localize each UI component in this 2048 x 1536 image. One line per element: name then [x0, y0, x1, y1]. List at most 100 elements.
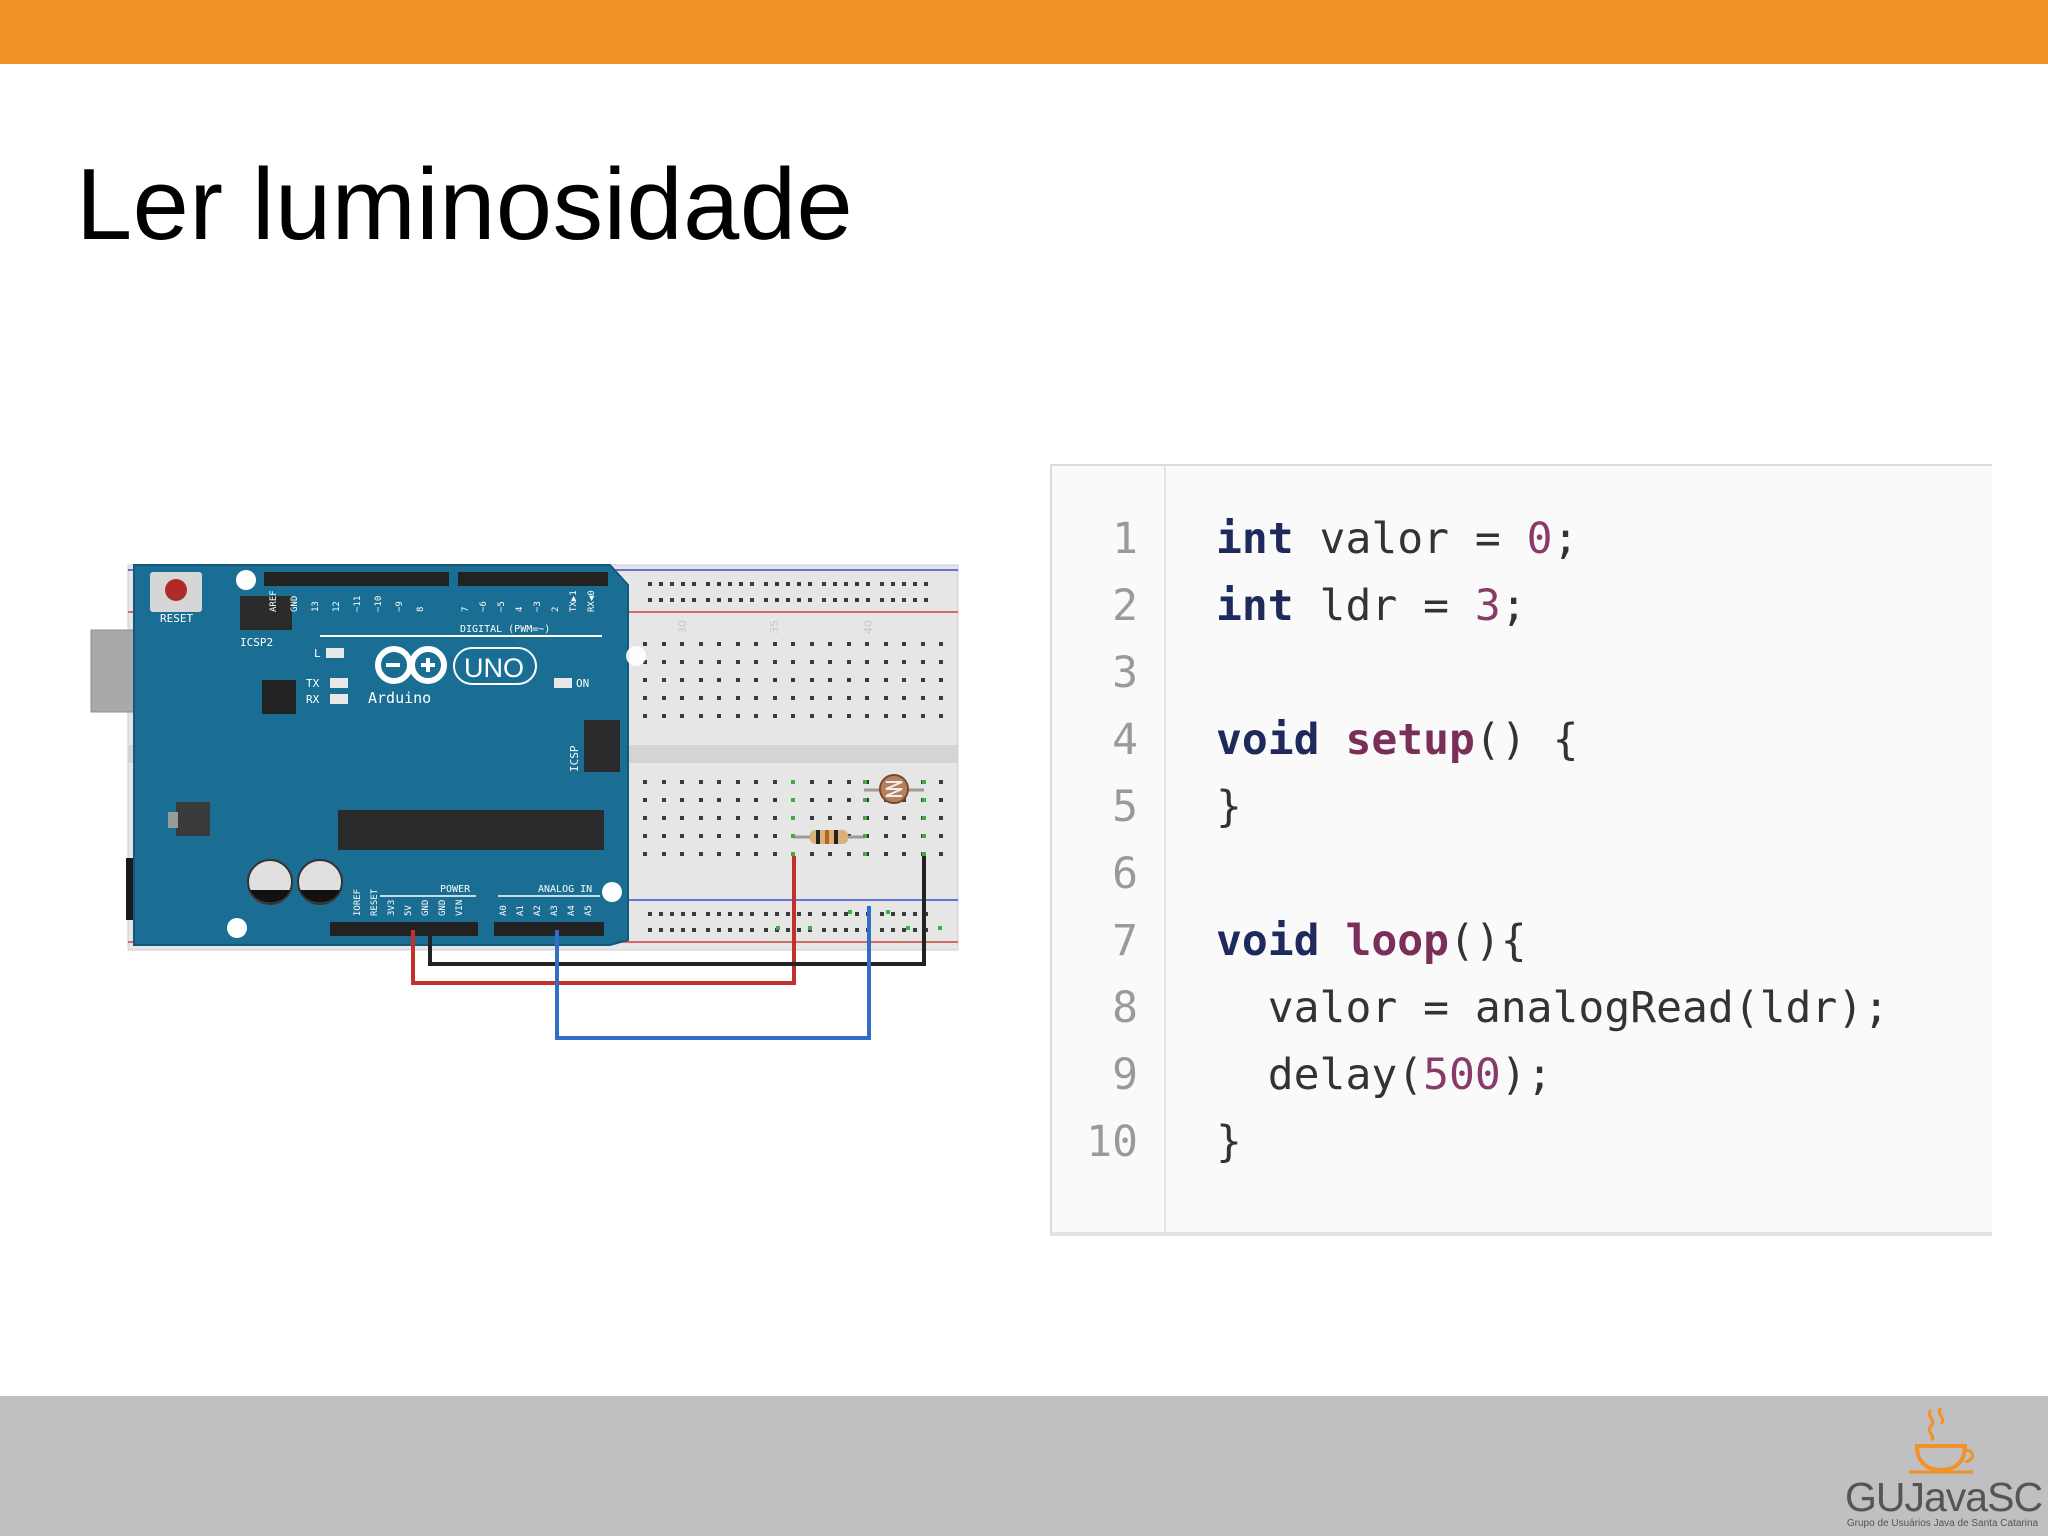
- breadboard-hole: [822, 912, 826, 916]
- breadboard-hole: [717, 834, 721, 838]
- code-token: ldr =: [1293, 581, 1475, 631]
- code-token: }: [1216, 782, 1242, 832]
- digital-pin-label: 2: [551, 607, 561, 612]
- power-pin-label: GND: [421, 900, 431, 916]
- breadboard-hole: [884, 678, 888, 682]
- breadboard-hole: [773, 852, 777, 856]
- breadboard-hole: [659, 928, 663, 932]
- breadboard-hole: [643, 678, 647, 682]
- breadboard-hole: [810, 642, 814, 646]
- code-line: 5}: [1052, 774, 1992, 841]
- breadboard-hole: [865, 642, 869, 646]
- breadboard-hole: [810, 660, 814, 664]
- power-pin-label: 3V3: [387, 900, 397, 916]
- reset-label: RESET: [160, 612, 193, 625]
- breadboard-hole: [844, 928, 848, 932]
- breadboard-hole: [847, 852, 851, 856]
- breadboard-hole: [810, 816, 814, 820]
- breadboard-hole: [791, 660, 795, 664]
- breadboard-hole: [754, 816, 758, 820]
- breadboard-hole: [717, 642, 721, 646]
- breadboard-hole: [902, 598, 906, 602]
- breadboard-hole: [847, 816, 851, 820]
- analog-pin-label: A0: [499, 905, 509, 916]
- breadboard-hole: [810, 696, 814, 700]
- breadboard-hole: [922, 834, 926, 838]
- code-text: void setup() {: [1216, 707, 1578, 774]
- breadboard-hole: [866, 598, 870, 602]
- breadboard-hole: [902, 714, 906, 718]
- breadboard-hole: [643, 714, 647, 718]
- code-text: }: [1216, 774, 1242, 841]
- breadboard-hole: [891, 928, 895, 932]
- icsp-label: ICSP: [568, 745, 581, 772]
- breadboard-hole: [810, 798, 814, 802]
- breadboard-hole: [847, 642, 851, 646]
- breadboard-hole: [739, 928, 743, 932]
- breadboard-hole: [773, 714, 777, 718]
- line-number: 6: [1112, 849, 1138, 899]
- breadboard-hole: [643, 852, 647, 856]
- code-line: 3: [1052, 640, 1992, 707]
- breadboard-hole: [728, 912, 732, 916]
- breadboard-hole: [775, 598, 779, 602]
- breadboard-hole: [670, 928, 674, 932]
- breadboard-hole: [692, 928, 696, 932]
- breadboard-hole: [848, 910, 852, 914]
- code-token: valor = analogRead(ldr);: [1216, 983, 1890, 1033]
- breadboard-hole: [810, 714, 814, 718]
- breadboard-hole: [797, 598, 801, 602]
- breadboard-hole: [906, 926, 910, 930]
- breadboard-hole: [797, 582, 801, 586]
- power-pin-label: 5V: [404, 905, 414, 916]
- analog-pin-label: A5: [584, 905, 594, 916]
- breadboard-hole: [736, 798, 740, 802]
- breadboard-hole: [880, 912, 884, 916]
- line-number: 9: [1112, 1050, 1138, 1100]
- breadboard-hole: [828, 798, 832, 802]
- breadboard-hole: [773, 678, 777, 682]
- breadboard-hole: [717, 660, 721, 664]
- breadboard-hole: [924, 598, 928, 602]
- breadboard-hole: [699, 660, 703, 664]
- breadboard-hole: [717, 678, 721, 682]
- breadboard-hole: [791, 816, 795, 820]
- breadboard-hole: [699, 642, 703, 646]
- breadboard-hole: [902, 582, 906, 586]
- code-line: 10}: [1052, 1109, 1992, 1176]
- breadboard-hole: [833, 912, 837, 916]
- code-text: int ldr = 3;: [1216, 573, 1527, 640]
- on-label: ON: [576, 677, 589, 690]
- code-token: setup: [1345, 715, 1475, 765]
- breadboard-hole: [773, 696, 777, 700]
- breadboard-hole: [865, 714, 869, 718]
- breadboard-hole: [880, 928, 884, 932]
- breadboard-hole: [884, 660, 888, 664]
- code-text: }: [1216, 1109, 1242, 1176]
- bottom-bar: [0, 1396, 2048, 1536]
- breadboard-hole: [681, 912, 685, 916]
- breadboard-hole: [736, 834, 740, 838]
- breadboard-hole: [902, 678, 906, 682]
- breadboard-hole: [855, 582, 859, 586]
- rx-label: RX: [306, 693, 320, 706]
- breadboard-hole: [750, 582, 754, 586]
- breadboard-hole: [680, 834, 684, 838]
- breadboard-hole: [680, 798, 684, 802]
- breadboard-hole: [662, 660, 666, 664]
- resistor: [793, 830, 865, 844]
- breadboard-hole: [736, 642, 740, 646]
- digital-pin-label: RX◀0: [587, 590, 597, 612]
- breadboard-hole: [775, 582, 779, 586]
- breadboard-hole: [680, 696, 684, 700]
- arduino-infinity-logo: [375, 646, 447, 684]
- led-l-label: L: [314, 647, 321, 660]
- breadboard-hole: [670, 582, 674, 586]
- breadboard-hole: [706, 582, 710, 586]
- breadboard-hole: [717, 780, 721, 784]
- breadboard-hole: [822, 928, 826, 932]
- top-accent-bar: [0, 0, 2048, 64]
